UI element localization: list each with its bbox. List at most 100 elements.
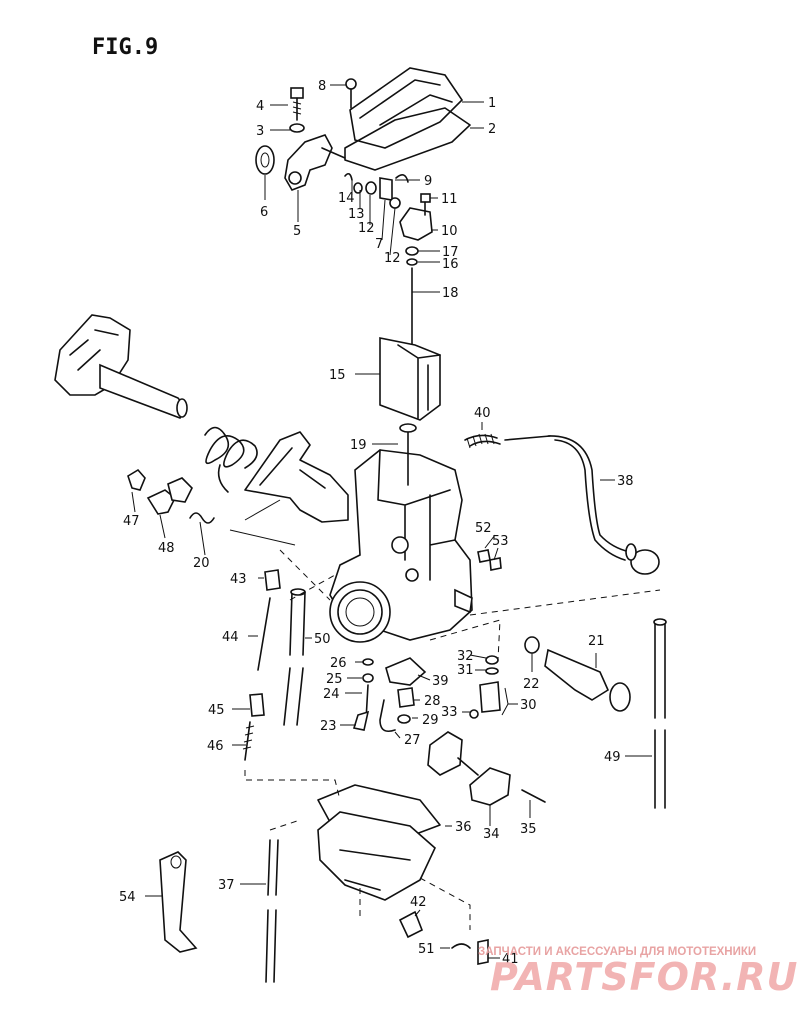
label-30: 30 bbox=[520, 698, 537, 713]
part-clip-17 bbox=[405, 246, 419, 256]
label-16: 16 bbox=[442, 257, 459, 272]
part-screw-41 bbox=[477, 939, 489, 965]
part-top-cover bbox=[344, 67, 471, 171]
label-13: 13 bbox=[348, 207, 365, 222]
part-number-labels: 1 2 3 4 5 6 7 8 9 10 11 12 12 13 14 15 1… bbox=[119, 79, 634, 967]
label-50: 50 bbox=[314, 632, 331, 647]
part-rod-44 bbox=[257, 597, 271, 671]
label-39: 39 bbox=[432, 674, 449, 689]
part-hose-50 bbox=[283, 588, 306, 726]
label-1: 1 bbox=[488, 96, 496, 111]
label-42: 42 bbox=[410, 895, 427, 910]
part-pin-35 bbox=[521, 789, 546, 803]
label-27: 27 bbox=[404, 733, 421, 748]
label-40: 40 bbox=[474, 406, 491, 421]
label-28: 28 bbox=[424, 694, 441, 709]
label-45: 45 bbox=[208, 703, 225, 718]
label-22: 22 bbox=[523, 677, 540, 692]
part-jet-29 bbox=[397, 714, 411, 724]
part-lever-39 bbox=[385, 657, 427, 686]
part-jet-45 bbox=[249, 693, 265, 717]
label-6: 6 bbox=[260, 205, 268, 220]
label-53: 53 bbox=[492, 534, 509, 549]
label-33: 33 bbox=[441, 705, 458, 720]
part-valve-30 bbox=[479, 681, 501, 713]
part-washer-25 bbox=[362, 673, 374, 683]
label-24: 24 bbox=[323, 687, 340, 702]
part-screw-47 bbox=[127, 468, 146, 491]
part-oring-31 bbox=[485, 667, 499, 675]
part-screw-42 bbox=[398, 910, 424, 939]
label-48: 48 bbox=[158, 541, 175, 556]
label-17: 17 bbox=[442, 245, 459, 260]
label-7: 7 bbox=[375, 237, 383, 252]
label-49: 49 bbox=[604, 750, 621, 765]
label-32: 32 bbox=[457, 649, 474, 664]
label-2: 2 bbox=[488, 122, 496, 137]
part-return-spring bbox=[204, 426, 258, 493]
label-12b: 12 bbox=[384, 251, 401, 266]
label-34: 34 bbox=[483, 827, 500, 842]
part-cap-43 bbox=[264, 569, 281, 591]
part-bolt-4 bbox=[290, 87, 304, 121]
label-4: 4 bbox=[256, 99, 264, 114]
watermark: ЗАПЧАСТИ И АКСЕССУАРЫ ДЛЯ МОТОТЕХНИКИ PA… bbox=[478, 946, 798, 999]
part-bracket-54 bbox=[159, 851, 198, 953]
leader-lines bbox=[131, 84, 652, 959]
part-screw-33 bbox=[469, 709, 479, 719]
part-lever-5 bbox=[284, 134, 346, 191]
label-19: 19 bbox=[350, 438, 367, 453]
label-52: 52 bbox=[475, 521, 492, 536]
label-12a: 12 bbox=[358, 221, 375, 236]
label-9: 9 bbox=[424, 174, 432, 189]
part-oring-26 bbox=[362, 658, 374, 666]
part-tube-49 bbox=[653, 618, 667, 809]
figure-title: FIG.9 bbox=[92, 35, 158, 60]
label-54: 54 bbox=[119, 890, 136, 905]
part-tube-37 bbox=[265, 839, 279, 983]
label-5: 5 bbox=[293, 224, 301, 239]
part-clip-51 bbox=[451, 943, 471, 949]
label-15: 15 bbox=[329, 368, 346, 383]
label-47: 47 bbox=[123, 514, 140, 529]
label-36: 36 bbox=[455, 820, 472, 835]
watermark-tagline: ЗАПЧАСТИ И АКСЕССУАРЫ ДЛЯ МОТОТЕХНИКИ bbox=[478, 946, 756, 958]
part-choke-21 bbox=[544, 648, 631, 712]
part-clamp-48 bbox=[146, 489, 177, 515]
part-float-34 bbox=[427, 731, 511, 806]
label-20: 20 bbox=[193, 556, 210, 571]
label-46: 46 bbox=[207, 739, 224, 754]
part-seal-6 bbox=[255, 145, 275, 175]
label-41: 41 bbox=[502, 952, 519, 967]
part-float-bowl-36 bbox=[317, 784, 441, 901]
label-44: 44 bbox=[222, 630, 239, 645]
part-screw-23 bbox=[352, 710, 370, 731]
part-washer-16 bbox=[406, 258, 418, 266]
label-29: 29 bbox=[422, 713, 439, 728]
label-43: 43 bbox=[230, 572, 247, 587]
label-10: 10 bbox=[441, 224, 458, 239]
label-18: 18 bbox=[442, 286, 459, 301]
part-screw-19 bbox=[399, 423, 417, 486]
part-screw-8 bbox=[345, 78, 357, 109]
part-cable-38 bbox=[464, 433, 660, 575]
part-needle-27 bbox=[379, 699, 396, 733]
label-8: 8 bbox=[318, 79, 326, 94]
label-11: 11 bbox=[441, 192, 458, 207]
label-3: 3 bbox=[256, 124, 264, 139]
label-35: 35 bbox=[520, 822, 537, 837]
label-38: 38 bbox=[617, 474, 634, 489]
label-14: 14 bbox=[338, 191, 355, 206]
label-23: 23 bbox=[320, 719, 337, 734]
watermark-logo: PARTSFOR.RU bbox=[490, 955, 798, 999]
label-26: 26 bbox=[330, 656, 347, 671]
part-screw-53 bbox=[489, 557, 502, 571]
part-carburetor-body bbox=[329, 449, 473, 643]
part-oring-22 bbox=[524, 636, 540, 654]
label-31: 31 bbox=[457, 663, 474, 678]
part-bracket-10 bbox=[399, 193, 433, 241]
label-37: 37 bbox=[218, 878, 235, 893]
part-jet-28 bbox=[397, 687, 415, 708]
part-spring-20 bbox=[189, 512, 215, 524]
